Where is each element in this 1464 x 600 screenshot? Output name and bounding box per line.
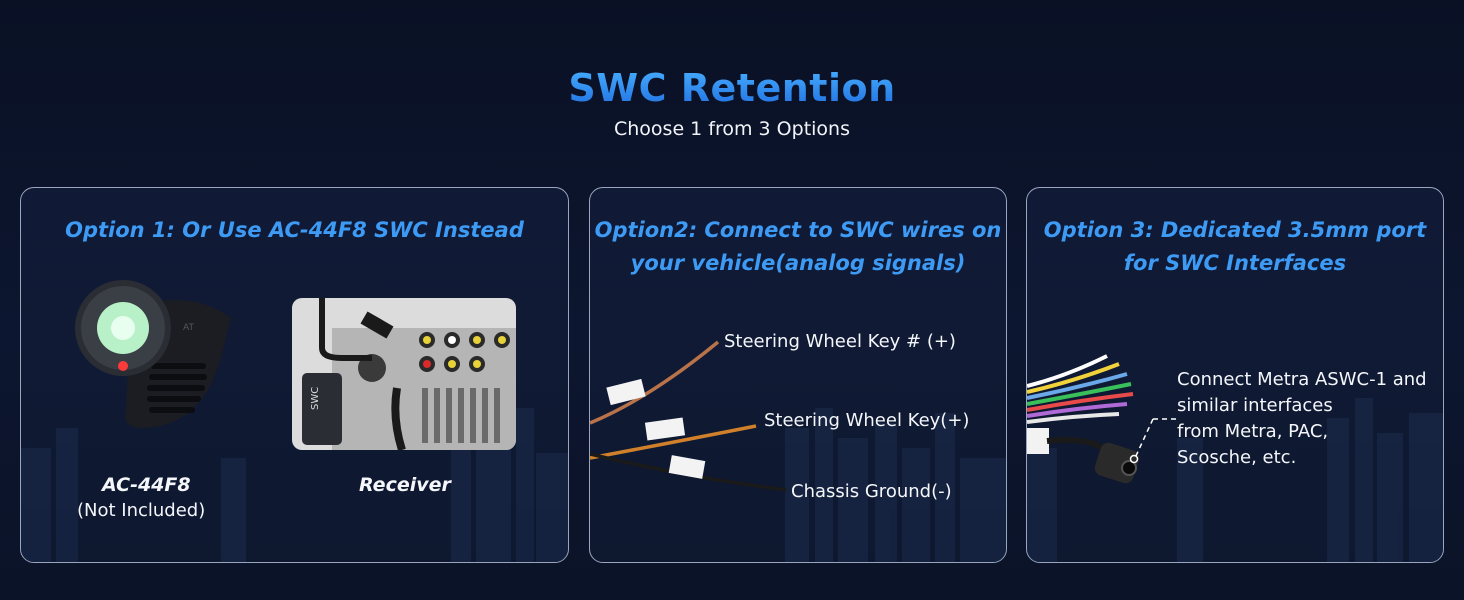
svg-text:AT: AT [183, 323, 194, 333]
wire-steering-key-hash [590, 340, 720, 425]
city-skyline-background [785, 408, 1006, 562]
callout-dashed-line [1129, 418, 1177, 464]
option-3-desc-line-1: Connect Metra ASWC-1 and [1177, 369, 1427, 390]
page-subtitle: Choose 1 from 3 Options [613, 118, 850, 140]
option-2-title-line-1: Option2: Connect to SWC wires on [594, 218, 1002, 242]
option-3-card: Option 3: Dedicated 3.5mm port for SWC I… [1026, 187, 1444, 563]
wire-label-3: Chassis Ground(-) [791, 481, 952, 502]
option-3-desc-line-2: similar interfaces [1177, 395, 1333, 416]
option-3-desc-line-3: from Metra, PAC, [1177, 421, 1329, 442]
option-3-title-line-2: for SWC Interfaces [1123, 251, 1347, 275]
option-1-title: Option 1: Or Use AC-44F8 SWC Instead [65, 218, 524, 242]
option-2-title-line-2: your vehicle(analog signals) [630, 251, 966, 275]
device-name-label: AC-44F8 [102, 474, 191, 496]
receiver-label: Receiver [359, 474, 451, 496]
page-title: SWC Retention [0, 66, 1464, 110]
ac-44f8-remote-image: AT [75, 280, 231, 428]
option-2-card: Option2: Connect to SWC wires on your ve… [589, 187, 1007, 563]
city-skyline-background [1027, 398, 1443, 562]
wire-steering-key [590, 424, 757, 460]
device-note-label: (Not Included) [77, 500, 206, 521]
wire-label-2: Steering Wheel Key(+) [764, 410, 970, 431]
city-skyline-background [21, 408, 568, 562]
receiver-photo: SWC [292, 298, 516, 450]
wire-label-1: Steering Wheel Key # (+) [724, 331, 956, 352]
option-3-title-line-1: Option 3: Dedicated 3.5mm port [1043, 218, 1427, 242]
swc-module-label: SWC [310, 386, 321, 410]
option-3-desc-line-4: Scosche, etc. [1177, 447, 1297, 468]
option-1-card: Option 1: Or Use AC-44F8 SWC Instead AT [20, 187, 569, 563]
harness-3-5mm-port-image [1027, 354, 1140, 484]
swc-wires-image [590, 340, 787, 492]
